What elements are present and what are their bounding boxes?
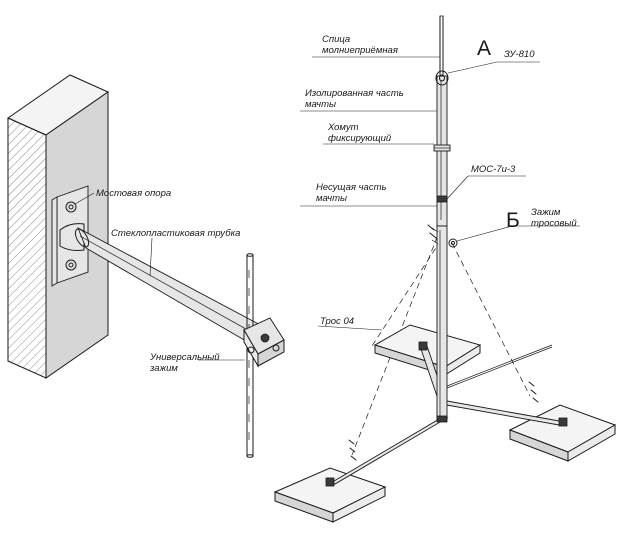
- base-slabs: [273, 324, 617, 523]
- mast: [431, 15, 458, 423]
- label-bearing-part: Несущая часть мачты: [316, 182, 387, 204]
- label-bridge-support: Мостовая опора: [96, 188, 172, 199]
- label-zu-810: ЗУ-810: [504, 49, 535, 60]
- label-insulated-part: Изолированная часть мачты: [305, 88, 404, 110]
- callout-b: Б: [506, 209, 520, 232]
- bridge-support: [51, 185, 89, 287]
- label-air-terminal: Спица молниеприёмная: [322, 34, 398, 56]
- label-universal-clamp: Универсальный зажим: [150, 352, 220, 374]
- callout-a: А: [477, 37, 492, 60]
- label-fiberglass-tube: Стеклопластиковая трубка: [111, 228, 241, 239]
- left-leaders: [74, 192, 245, 361]
- universal-clamp-assembly: [243, 253, 285, 458]
- label-cable-clamp: Зажим тросовый: [531, 207, 577, 229]
- label-fixing-clamp: Хомут фиксирующий: [328, 122, 392, 144]
- right-leaders: [300, 56, 580, 331]
- turnbuckles: [348, 224, 539, 461]
- label-cable: Трос 04: [320, 316, 355, 327]
- label-mos: МОС-7и-3: [471, 164, 516, 175]
